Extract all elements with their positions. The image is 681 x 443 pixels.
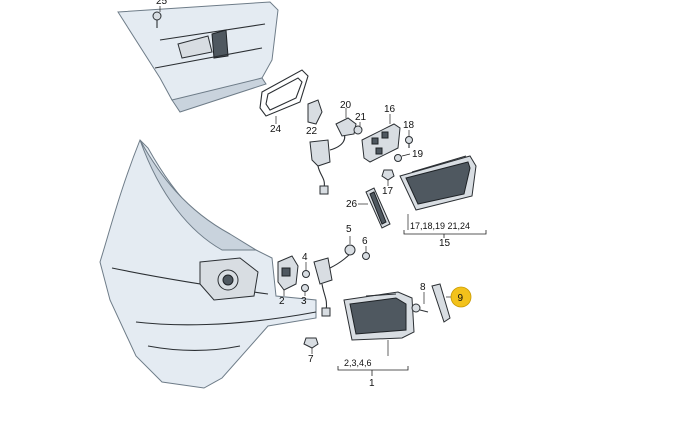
callout-26: 26 (346, 199, 358, 210)
gasket-9 (431, 283, 451, 323)
rear-quarter-panel (99, 139, 317, 389)
trim-strip-26 (365, 187, 391, 229)
outer-tail-light-1 (343, 291, 415, 341)
bulb-3 (301, 284, 309, 292)
callout-3: 3 (301, 296, 307, 307)
inner-tail-light-15 (399, 155, 477, 211)
callout-6: 6 (362, 236, 368, 247)
callout-9: 9 (458, 293, 464, 304)
callout-17: 17 (382, 186, 394, 197)
bulb-socket-20 (335, 117, 357, 137)
group-15-parts: 17,18,19 21,24 (410, 221, 470, 231)
nut-17 (381, 169, 395, 181)
bulb-4 (302, 270, 310, 278)
callout-15: 15 (439, 238, 451, 249)
bulb-6 (362, 252, 370, 260)
callout-7: 7 (308, 354, 314, 365)
highlight-badge-9: 9 (450, 286, 472, 308)
screw-25 (152, 11, 162, 28)
grommet-5 (344, 244, 356, 256)
wiring-harness-upper (309, 129, 346, 195)
callout-22: 22 (306, 126, 318, 137)
trunk-lid (117, 1, 279, 113)
callout-20: 20 (340, 100, 352, 111)
group-15-bracket (403, 214, 487, 238)
bulb-carrier-2 (277, 255, 299, 291)
callout-1: 1 (369, 378, 375, 389)
callout-5: 5 (346, 224, 352, 235)
screw-8 (411, 303, 429, 313)
group-1-parts: 2,3,4,6 (344, 358, 372, 368)
callout-4: 4 (302, 252, 308, 263)
screw-18 (405, 136, 413, 148)
wiring-harness-lower (313, 251, 353, 317)
callout-2: 2 (279, 296, 285, 307)
callout-8: 8 (420, 282, 426, 293)
group-1-bracket (337, 340, 409, 376)
gasket-24 (259, 69, 309, 117)
bulb-21 (353, 125, 363, 135)
callout-16: 16 (384, 104, 396, 115)
bulb-carrier-16 (361, 123, 401, 163)
callout-25: 25 (156, 0, 168, 7)
callout-24: 24 (270, 124, 282, 135)
part-22-bracket (307, 99, 323, 125)
bulb-19 (394, 154, 402, 162)
callout-21: 21 (355, 112, 367, 123)
nut-7 (303, 337, 319, 349)
callout-19: 19 (412, 149, 424, 160)
callout-18: 18 (403, 120, 415, 131)
